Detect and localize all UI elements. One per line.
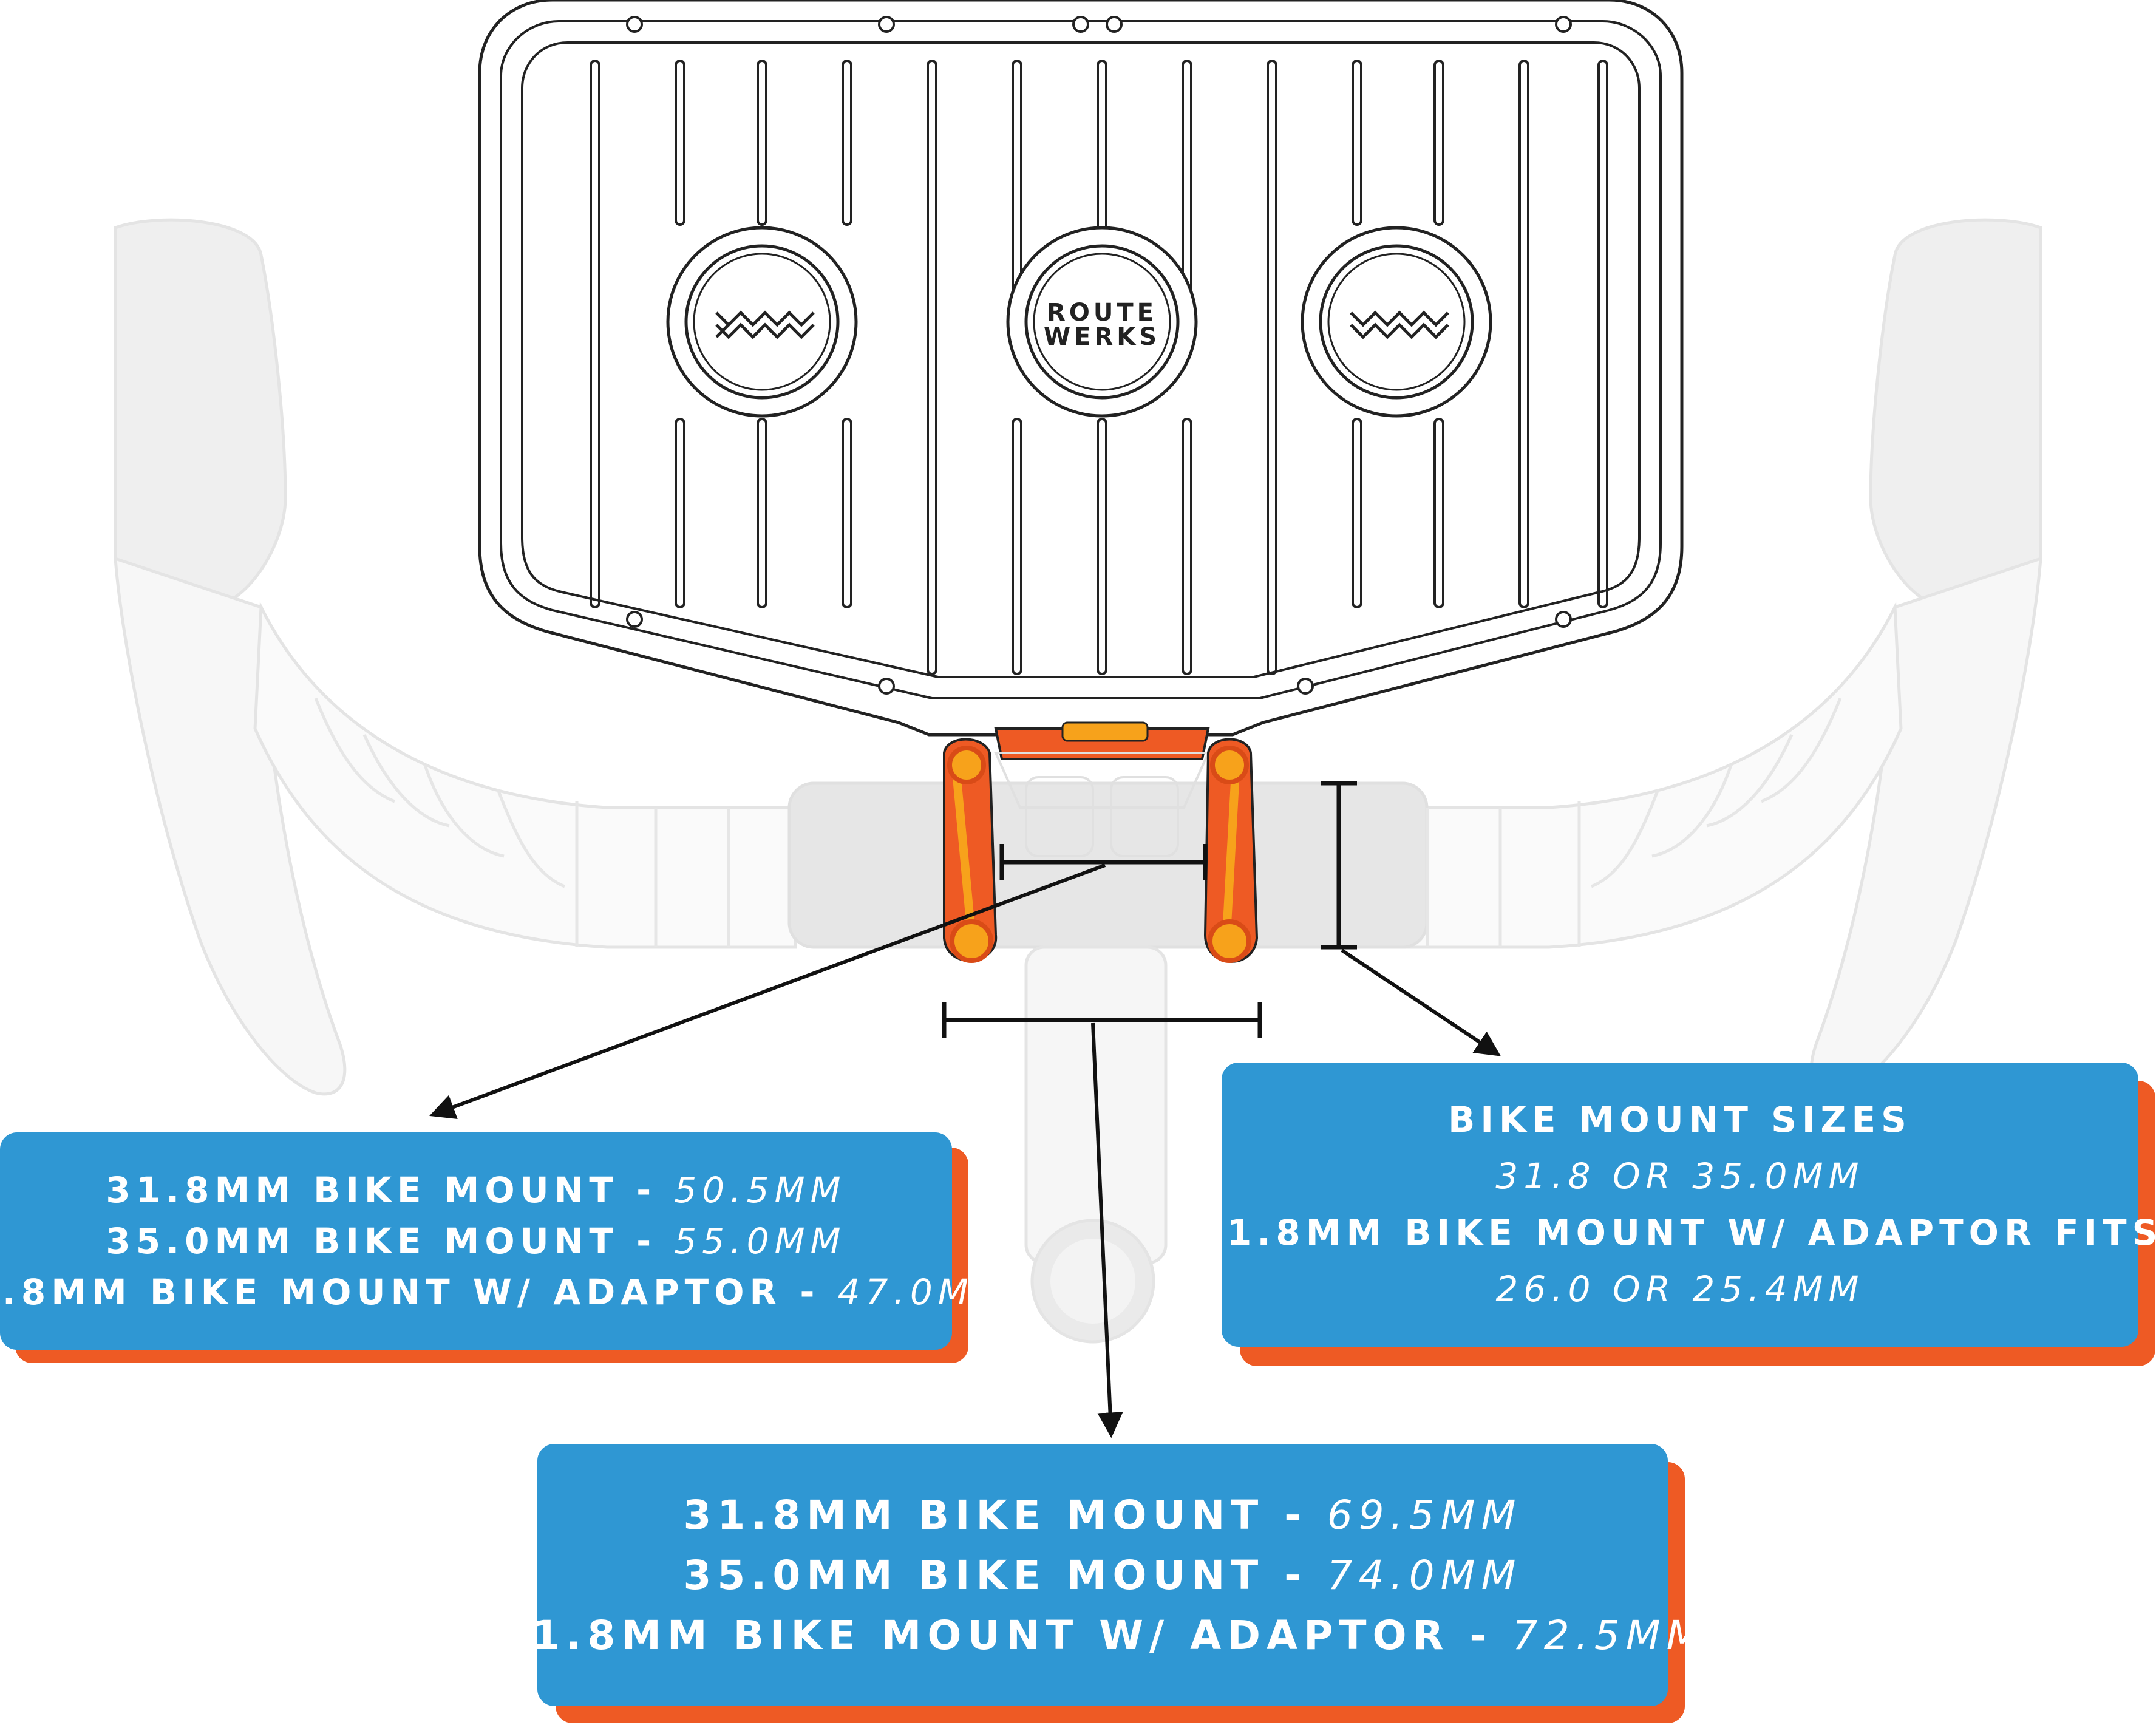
dimension-bar-diameter (1321, 781, 1501, 1056)
dimension-clamp-spacing (429, 844, 1208, 1120)
mount-adaptor-label: 31.8MM BIKE MOUNT W/ ADAPTOR FITS (1197, 1212, 2156, 1253)
left-bar-tape (253, 601, 797, 949)
badge-center-logo: ROUTE WERKS (1006, 226, 1198, 418)
badge-left (666, 226, 858, 418)
bag-rib (675, 60, 685, 226)
bar-tape-wraps (314, 698, 1842, 947)
left-brake-lever (114, 556, 347, 1096)
bag-rib (1433, 60, 1444, 226)
bag-rib (675, 418, 685, 608)
bag-rivet (1555, 16, 1572, 33)
bag-rivet (1072, 16, 1089, 33)
bag-rib (927, 60, 937, 675)
right-bar-tape (1359, 601, 1903, 949)
bag-inner-outline (500, 20, 1662, 699)
clamp-spacing-line-2: 35.0MM BIKE MOUNT - 55.0MM (106, 1220, 846, 1262)
logo-text-werks: WERKS (1044, 323, 1160, 351)
clamp-spacing-line-3: 31.8MM BIKE MOUNT W/ ADAPTOR - 47.0MM (0, 1271, 1010, 1313)
dimension-overall-width (942, 1002, 1262, 1438)
mount-arm-left (943, 738, 998, 963)
bag-rib (1267, 60, 1277, 675)
bag-rib (1597, 60, 1608, 608)
callout-clamp-spacing: 31.8MM BIKE MOUNT - 50.5MM 35.0MM BIKE M… (0, 1132, 1004, 1363)
bag-rivet (1297, 678, 1314, 695)
bag-rib (757, 418, 767, 608)
bag-rib (757, 60, 767, 226)
bag-rib (842, 60, 852, 226)
bag-rib (1097, 418, 1107, 675)
bag-rivet (626, 611, 643, 628)
overall-width-line-3: 31.8MM BIKE MOUNT W/ ADAPTOR - 72.5MM (498, 1611, 1707, 1659)
bag-rib (1433, 418, 1444, 608)
bag-rivet (878, 16, 895, 33)
bag-rivet (1106, 16, 1123, 33)
bag-rib (1518, 60, 1529, 608)
mount-sizes-title: BIKE MOUNT SIZES (1448, 1099, 1912, 1141)
mount-adaptor-values: 26.0 OR 25.4MM (1495, 1268, 1865, 1310)
right-brake-lever (1809, 556, 2042, 1096)
bike-mount (943, 721, 1259, 963)
right-brake-hood (1869, 218, 2042, 610)
wave-pattern-icon (1350, 310, 1449, 339)
arrow-to-sizes-callout (1341, 948, 1501, 1056)
bag-rivet (626, 16, 643, 33)
arrow-to-clamp-callout (429, 863, 1106, 1120)
bag-rivets (626, 16, 1572, 695)
bag-rib (1352, 60, 1362, 226)
badge-right (1301, 226, 1492, 418)
bag-rib (1352, 418, 1362, 608)
wave-pattern-icon (715, 310, 815, 339)
bag-rib (1182, 418, 1192, 675)
bag-ribs (590, 60, 1608, 675)
bag-rib (1012, 418, 1022, 675)
bag-rivet (1555, 611, 1572, 628)
mount-arm-right (1203, 738, 1259, 963)
callout-overall-width: 31.8MM BIKE MOUNT - 69.5MM 35.0MM BIKE M… (498, 1444, 1701, 1724)
overall-width-line-1: 31.8MM BIKE MOUNT - 69.5MM (683, 1491, 1522, 1539)
logo-text-route: ROUTE (1047, 299, 1157, 327)
left-brake-hood (114, 218, 287, 610)
callout-mount-sizes: BIKE MOUNT SIZES 31.8 OR 35.0MM 31.8MM B… (1197, 1063, 2156, 1366)
bag-rivet (878, 678, 895, 695)
bag-rib (842, 418, 852, 608)
arrow-to-width-callout (1091, 1022, 1123, 1438)
mount-sizes-values: 31.8 OR 35.0MM (1495, 1155, 1865, 1197)
clamp-spacing-line-1: 31.8MM BIKE MOUNT - 50.5MM (106, 1169, 846, 1211)
overall-width-line-2: 35.0MM BIKE MOUNT - 74.0MM (683, 1551, 1522, 1599)
bag-rib (590, 60, 600, 608)
